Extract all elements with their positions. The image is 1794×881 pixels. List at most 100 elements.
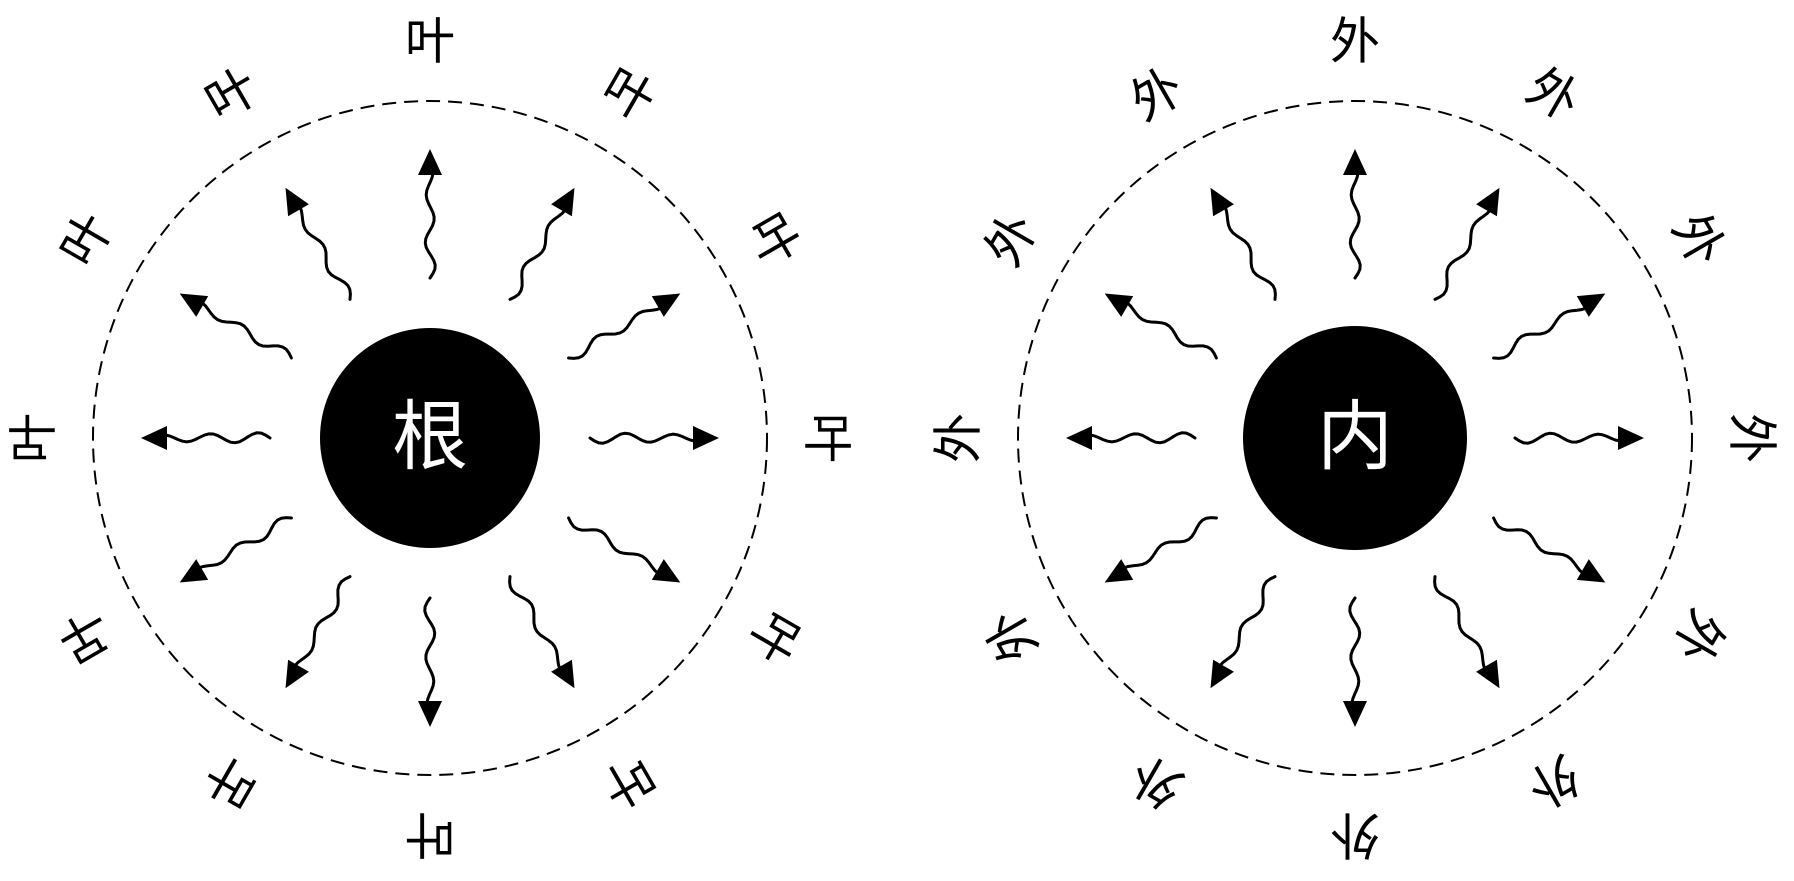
radiating-arrow [141, 426, 272, 450]
outer-label: 外 [1723, 413, 1781, 463]
radiating-arrow [285, 575, 352, 689]
arrowhead-icon [1066, 426, 1092, 450]
radiating-arrow [418, 596, 442, 727]
arrowhead-icon [1476, 187, 1500, 217]
arrowhead-icon [1576, 293, 1606, 317]
outer-label: 叶 [405, 13, 455, 71]
arrow-shaft [298, 205, 352, 301]
outer-label: 叶 [196, 744, 268, 819]
radiating-arrow [1343, 149, 1367, 280]
arrow-shaft [567, 306, 663, 360]
arrow-shaft [508, 208, 567, 301]
radiating-arrow [179, 516, 293, 583]
radiating-arrow [1433, 187, 1500, 301]
arrow-shaft [1433, 575, 1487, 671]
arrow-shaft [1433, 208, 1492, 301]
outer-label: 外 [1121, 57, 1193, 132]
outer-label: 叶 [736, 600, 811, 672]
arrowhead-icon [1104, 293, 1134, 317]
outer-label: 外 [1330, 13, 1380, 71]
arrow-shaft [423, 596, 437, 705]
arrow-shaft [588, 431, 697, 445]
outer-label: 叶 [405, 806, 455, 864]
arrowhead-icon [551, 187, 575, 217]
outer-label: 外 [974, 600, 1049, 672]
outer-label: 叶 [592, 744, 664, 819]
outer-label: 外 [1121, 744, 1193, 819]
radiating-arrow [1104, 293, 1218, 360]
outer-label: 叶 [49, 204, 124, 276]
arrowhead-icon [418, 149, 442, 175]
radiating-arrow [1210, 575, 1277, 689]
arrowhead-icon [285, 187, 309, 217]
outer-label: 叶 [49, 600, 124, 672]
arrowhead-icon [141, 426, 167, 450]
outer-label: 外 [1661, 204, 1736, 276]
radiating-arrow [1066, 426, 1197, 450]
outer-label: 叶 [5, 413, 63, 463]
outer-label: 外 [1517, 57, 1589, 132]
arrowhead-icon [285, 659, 309, 689]
arrow-shaft [293, 575, 352, 668]
outer-label: 叶 [798, 413, 856, 463]
arrowhead-icon [1576, 559, 1606, 583]
core-circle [1243, 326, 1467, 550]
radiating-arrow [179, 293, 293, 360]
dashed-boundary [92, 100, 768, 776]
radiating-arrow [567, 516, 681, 583]
outer-label: 叶 [196, 57, 268, 132]
arrow-shaft [200, 301, 293, 360]
arrow-shaft [508, 575, 562, 671]
radiating-arrow [1492, 516, 1606, 583]
arrow-shaft [1492, 516, 1585, 575]
arrow-shaft [1125, 301, 1218, 360]
arrowhead-icon [418, 701, 442, 727]
radiating-arrow [1104, 516, 1218, 583]
center-label: 根 [392, 392, 468, 481]
arrowhead-icon [179, 293, 209, 317]
arrowhead-icon [1343, 701, 1367, 727]
arrow-shaft [1348, 171, 1362, 280]
radiating-arrow [285, 187, 352, 301]
radiating-arrow [418, 149, 442, 280]
arrowhead-icon [1476, 659, 1500, 689]
outer-label: 叶 [736, 204, 811, 276]
dashed-boundary [1017, 100, 1693, 776]
center-label: 内 [1317, 392, 1393, 481]
arrow-shaft [1223, 205, 1277, 301]
arrowhead-icon [651, 293, 681, 317]
outer-label: 外 [1330, 806, 1380, 864]
outer-label: 外 [1517, 744, 1589, 819]
radiating-arrow [588, 426, 719, 450]
arrowhead-icon [1210, 187, 1234, 217]
outer-label: 外 [1661, 600, 1736, 672]
arrow-shaft [1348, 596, 1362, 705]
arrow-shaft [1122, 516, 1218, 570]
radiating-arrow [1433, 575, 1500, 689]
radiating-arrow [1513, 426, 1644, 450]
radiating-arrow [567, 293, 681, 360]
outer-label: 外 [974, 204, 1049, 276]
arrowhead-icon [1618, 426, 1644, 450]
arrow-shaft [423, 171, 437, 280]
core-circle [320, 328, 540, 548]
arrow-shaft [163, 431, 272, 445]
arrow-shaft [1492, 306, 1588, 360]
outer-label: 叶 [592, 57, 664, 132]
arrowhead-icon [1104, 559, 1134, 583]
arrow-shaft [197, 516, 293, 570]
arrow-shaft [567, 516, 660, 575]
radiating-arrow [508, 575, 575, 689]
arrow-shaft [1513, 431, 1622, 445]
radiating-arrow [1210, 187, 1277, 301]
radiating-arrow [1343, 596, 1367, 727]
arrowhead-icon [1210, 659, 1234, 689]
arrowhead-icon [693, 426, 719, 450]
arrow-shaft [1218, 575, 1277, 668]
arrowhead-icon [1343, 149, 1367, 175]
arrow-shaft [1088, 431, 1197, 445]
arrowhead-icon [551, 659, 575, 689]
